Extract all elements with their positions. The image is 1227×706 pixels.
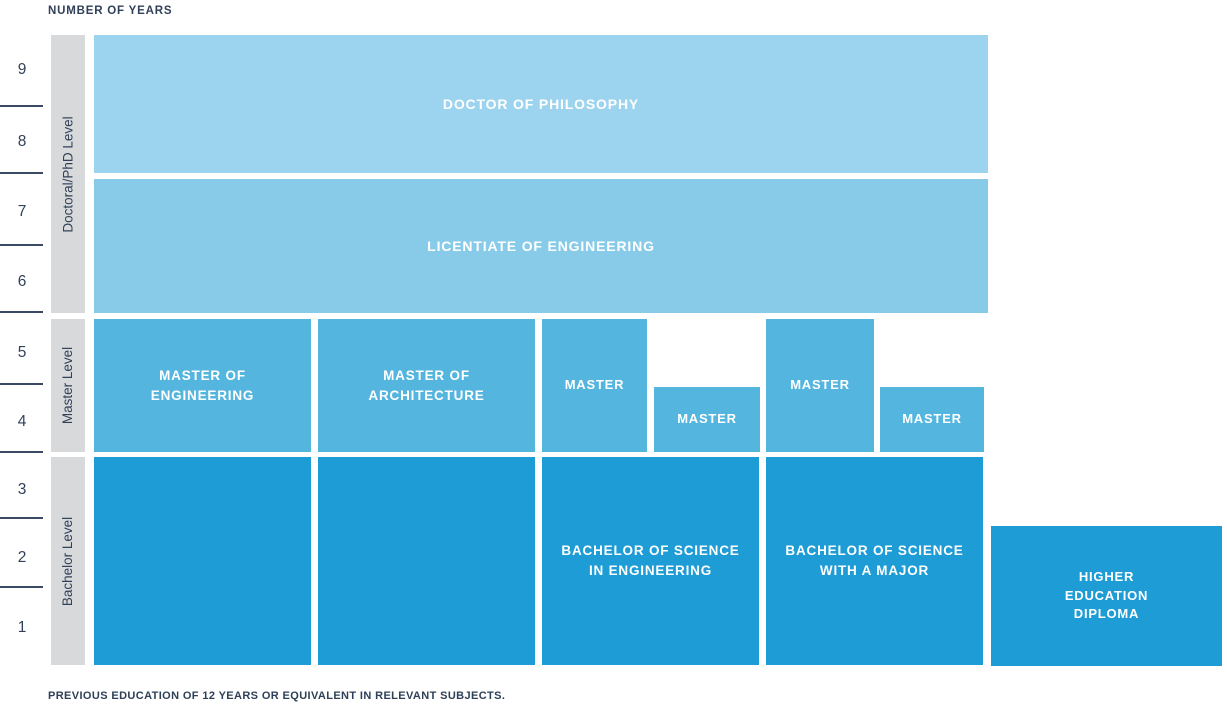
degree-box-master-tall-2: MASTER [766, 319, 874, 452]
degree-label: BACHELOR OF SCIENCE WITH A MAJOR [785, 543, 964, 578]
axis-year-label-8: 8 [17, 133, 27, 150]
degree-box-bachelor-of-science-with-a-major: BACHELOR OF SCIENCE WITH A MAJOR [766, 457, 983, 665]
degree-box-master-short-2: MASTER [880, 387, 984, 452]
axis-year-label-1: 1 [17, 619, 27, 636]
axis-tick [0, 383, 43, 385]
axis-title: NUMBER OF YEARS [48, 5, 173, 17]
axis-year-label-7: 7 [17, 203, 27, 220]
axis-tick [0, 172, 43, 174]
axis-year-label-2: 2 [17, 549, 27, 566]
degree-label: MASTER [790, 377, 850, 393]
level-band-doctoral: Doctoral/PhD Level [51, 35, 85, 313]
degree-label: MASTER OF ENGINEERING [150, 367, 255, 403]
axis-tick [0, 105, 43, 107]
degree-box-licentiate-of-engineering: LICENTIATE OF ENGINEERING [94, 179, 988, 313]
degree-box-master-short-1: MASTER [654, 387, 760, 452]
degree-label: MASTER [677, 411, 737, 427]
degree-label: DOCTOR OF PHILOSOPHY [442, 95, 640, 112]
degree-box-master-of-engineering: MASTER OF ENGINEERING [94, 319, 311, 452]
degree-box-doctor-of-philosophy: DOCTOR OF PHILOSOPHY [94, 35, 988, 173]
level-band-master: Master Level [51, 319, 85, 452]
level-band-label-bachelor: Bachelor Level [60, 516, 76, 606]
axis-year-label-4: 4 [17, 413, 27, 430]
degree-label: HIGHER EDUCATION DIPLOMA [1064, 568, 1149, 622]
axis-year-label-5: 5 [17, 344, 27, 361]
footnote: PREVIOUS EDUCATION OF 12 YEARS OR EQUIVA… [48, 690, 506, 702]
axis-tick [0, 244, 43, 246]
axis-tick [0, 451, 43, 453]
degree-box-bachelor-unlabeled-1 [94, 457, 311, 665]
level-band-bachelor: Bachelor Level [51, 457, 85, 665]
degree-box-master-tall-1: MASTER [542, 319, 647, 452]
degree-label: MASTER [564, 377, 625, 393]
degree-box-master-of-architecture: MASTER OF ARCHITECTURE [318, 319, 535, 452]
degree-box-bachelor-of-science-in-engineering: BACHELOR OF SCIENCE IN ENGINEERING [542, 457, 759, 665]
degree-box-bachelor-unlabeled-2 [318, 457, 535, 665]
degree-box-higher-education-diploma: HIGHER EDUCATION DIPLOMA [991, 526, 1222, 666]
degree-label: MASTER [902, 411, 962, 427]
axis-year-label-6: 6 [17, 273, 27, 290]
axis-tick [0, 311, 43, 313]
degree-label: LICENTIATE OF ENGINEERING [427, 237, 655, 254]
degree-label: MASTER OF ARCHITECTURE [368, 367, 485, 403]
degree-label: BACHELOR OF SCIENCE IN ENGINEERING [561, 543, 740, 578]
axis-year-label-9: 9 [17, 61, 27, 78]
axis-year-label-3: 3 [17, 481, 27, 498]
level-band-label-master: Master Level [60, 346, 76, 425]
axis-tick [0, 517, 43, 519]
level-band-label-doctoral: Doctoral/PhD Level [60, 115, 76, 233]
axis-tick [0, 586, 43, 588]
